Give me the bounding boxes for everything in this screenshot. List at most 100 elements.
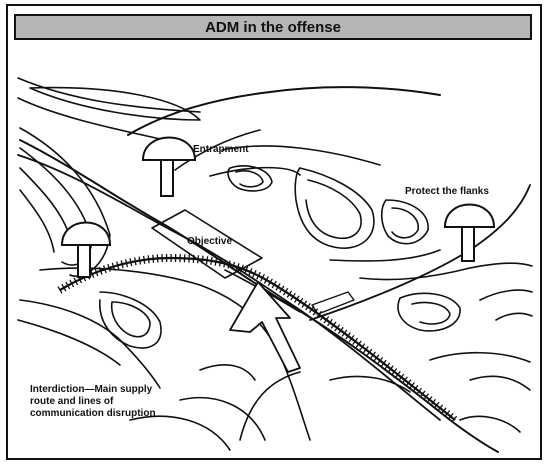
railroad-tick (223, 259, 227, 268)
railroad-tick (319, 313, 326, 321)
railroad-tick (433, 401, 440, 409)
railroad-tick (330, 321, 337, 329)
railroad-tick (366, 348, 373, 356)
railroad-tick (290, 292, 296, 301)
adm-mushroom-icon (60, 221, 112, 278)
railroad-tick (426, 396, 433, 404)
railroad-tick (210, 256, 213, 265)
railroad-tick (152, 254, 155, 263)
contour-right (209, 145, 533, 433)
railroad-tick (205, 256, 209, 265)
railroad-tick (345, 332, 351, 340)
diagram-title: ADM in the offense (205, 18, 341, 36)
railroad-tick (133, 257, 137, 266)
railroad-tick (197, 255, 200, 264)
railroad-tick (355, 340, 362, 348)
railroad-tick (312, 308, 319, 316)
railroad-tick (308, 305, 315, 313)
railroad-tick (323, 316, 330, 324)
railroad-tick (263, 276, 269, 284)
contour-upper-left (17, 77, 201, 141)
railroad-tick (69, 279, 75, 288)
railroad-tick (120, 260, 124, 269)
railroad-tick (275, 283, 281, 291)
objective-area (151, 209, 263, 279)
railroad-tick (422, 393, 430, 401)
railroad-tick (90, 270, 95, 278)
railroad-tick (440, 407, 447, 415)
railroad-tick (107, 263, 111, 272)
railroad-tick (73, 277, 79, 286)
railroad-tick (147, 255, 150, 264)
route-curve-top-inner (174, 129, 261, 171)
railroad-tick (316, 310, 322, 319)
contour-lower-left (17, 291, 301, 451)
railroad-tick (412, 384, 419, 392)
railroad-tick (248, 267, 253, 276)
railroad-tick (235, 263, 240, 272)
railroad-tick (227, 260, 231, 269)
railroad-tick (244, 266, 249, 275)
label-objective: Objective (187, 236, 233, 247)
railroad-tick (279, 285, 285, 294)
railroad-tick (380, 359, 387, 367)
railroad-tick (94, 268, 99, 277)
railroad-tick (260, 273, 265, 282)
valley-boundary-upper (17, 154, 441, 421)
small-objective-box (311, 291, 355, 315)
railroad-tick (297, 297, 304, 306)
railroad-tick (65, 281, 71, 290)
railroad-tick (286, 290, 293, 298)
railroad-tick (256, 271, 261, 280)
railroad-tick (282, 287, 289, 296)
railroad-tick (337, 326, 344, 335)
flank-curve (309, 184, 531, 321)
railroad-tick (334, 324, 341, 332)
railroad-tick (341, 329, 348, 337)
railroad-tick (111, 262, 116, 271)
railroad-tick (352, 337, 359, 345)
railroad-tick (102, 265, 107, 274)
adm-mushroom-icon (141, 136, 197, 197)
diagram-frame (6, 4, 542, 460)
railroad-tick (451, 415, 458, 423)
railroad-tick (398, 373, 405, 381)
railroad-tick (57, 286, 63, 294)
railroad-tick (301, 300, 308, 308)
railroad-tick (305, 303, 311, 311)
railroad-tick (129, 258, 133, 267)
railroad-tick (218, 258, 222, 267)
label-interdiction-3: communication disruption (30, 408, 156, 419)
railroad-tick (252, 269, 257, 278)
adm-mushroom-icon (443, 203, 496, 262)
railroad-tick (61, 283, 67, 292)
railroad-tick (327, 318, 333, 327)
railroad-tick (373, 354, 380, 362)
railroad-tick (201, 255, 204, 264)
railroad-tick (430, 398, 437, 406)
railroad-tick (156, 254, 159, 263)
railroad-tick (359, 343, 366, 351)
railroad-tick (142, 255, 146, 264)
railroad-tick (401, 376, 408, 384)
railroad-tick (362, 346, 369, 354)
railroad-tick (444, 410, 451, 418)
railroad-tick (271, 280, 277, 289)
railroad-tick (239, 264, 244, 273)
railroad-tick (267, 278, 273, 286)
railroad-tick (419, 390, 426, 398)
title-bar: ADM in the offense (14, 14, 532, 40)
railroad-tick (437, 404, 444, 412)
railroad-tick (214, 257, 218, 266)
railroad-tick (231, 261, 236, 270)
label-entrapment: Entrapment (193, 144, 249, 155)
road-diagonal (19, 139, 499, 453)
railroad-tick (387, 365, 394, 373)
railroad-tick (415, 387, 423, 395)
railroad-tick (138, 256, 142, 265)
label-interdiction-2: route and lines of (30, 396, 114, 407)
railroad-tick (405, 379, 412, 387)
railroad-tick (370, 351, 377, 359)
railroad-tick (447, 412, 454, 421)
